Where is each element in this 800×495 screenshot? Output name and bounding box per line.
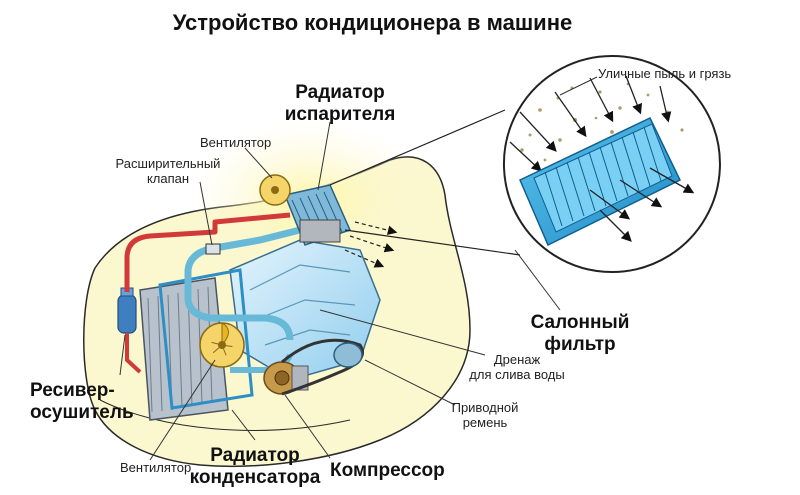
label-evaporator-line1: Радиатор	[295, 82, 385, 103]
evaporator-unit	[283, 184, 352, 246]
label-compressor: Компрессор	[330, 460, 445, 481]
label-drain-line2: для слива воды	[469, 367, 565, 382]
label-cabin-filter-line1: Салонный	[530, 312, 630, 333]
cabin-filter	[519, 117, 681, 247]
label-evaporator: Радиатор испарителя	[280, 82, 400, 126]
label-drain-line1: Дренаж	[493, 352, 541, 367]
label-drive-belt-line2: ремень	[462, 415, 508, 430]
pulley	[333, 342, 363, 368]
label-condenser-line1: Радиатор	[210, 445, 300, 466]
clean-air-arrows	[589, 167, 695, 242]
engine-detail	[249, 264, 356, 346]
high-pressure-line-2	[125, 333, 142, 374]
label-condenser: Радиатор конденсатора	[185, 445, 325, 489]
label-expansion-valve-line2: клапан	[146, 171, 190, 186]
expansion-valve	[205, 243, 221, 255]
zoom-connector-top	[329, 109, 506, 186]
receiver-drier	[117, 287, 137, 334]
label-fan-bottom: Вентилятор	[120, 460, 192, 475]
car-hood-line	[99, 399, 351, 431]
label-condenser-line2: конденсатора	[189, 467, 321, 488]
label-expansion-valve-line1: Расширительный	[115, 156, 221, 171]
diagram-title: Устройство кондиционера в машине	[172, 10, 573, 35]
label-drain: Дренаж для слива воды	[462, 352, 572, 382]
high-pressure-line	[124, 212, 291, 292]
label-receiver-drier: Ресивер- осушитель	[30, 380, 134, 424]
low-pressure-line	[184, 226, 301, 341]
label-evaporator-line2: испарителя	[284, 104, 396, 125]
leader-lines	[119, 76, 598, 461]
label-fan-top: Вентилятор	[200, 135, 272, 150]
dust-arrows	[509, 75, 672, 172]
engine-radiator	[158, 268, 254, 410]
label-cabin-filter: Салонный фильтр	[530, 312, 630, 356]
evaporator-airflow	[344, 221, 398, 268]
label-expansion-valve: Расширительный клапан	[108, 156, 228, 186]
label-cabin-filter-line2: фильтр	[544, 334, 616, 355]
condenser-fan	[199, 322, 245, 368]
label-receiver-line1: Ресивер-	[30, 380, 115, 401]
label-drive-belt: Приводной ремень	[440, 400, 530, 430]
zoom-connector-bottom	[344, 229, 521, 256]
label-receiver-line2: осушитель	[30, 402, 134, 423]
label-street-dust: Уличные пыль и грязь	[598, 66, 732, 81]
compressor	[263, 361, 309, 395]
evaporator-fan	[259, 174, 291, 206]
label-drive-belt-line1: Приводной	[451, 400, 519, 415]
